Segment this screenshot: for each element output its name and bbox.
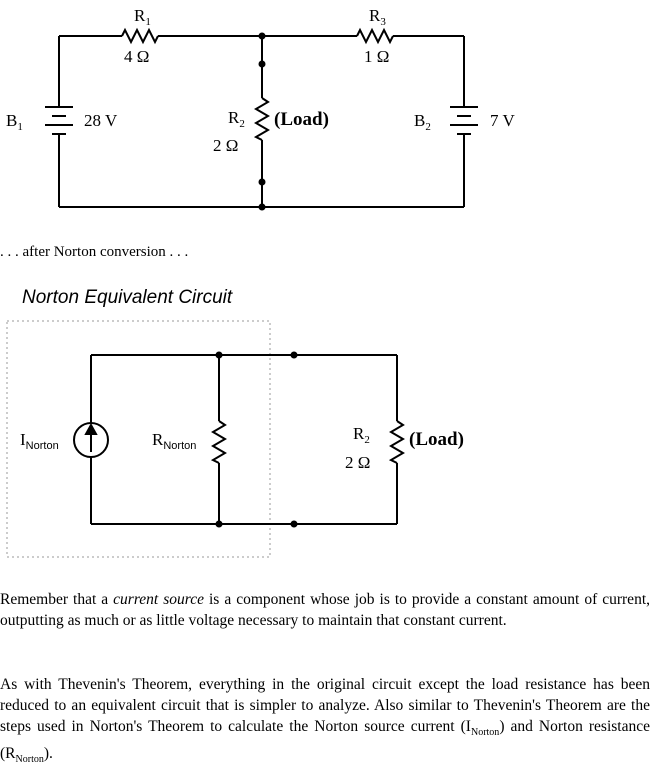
b1-label: B1	[6, 111, 23, 133]
r-norton-resistor	[210, 420, 227, 464]
b1-value: 28 V	[84, 111, 118, 130]
original-circuit-diagram: R1 4 Ω R3 1 Ω R2 (Load) 2 Ω B1 28 V B2 7…	[6, 6, 515, 211]
transition-text: . . . after Norton conversion . . .	[0, 244, 189, 260]
b2-value: 7 V	[490, 111, 515, 130]
b2-battery	[450, 106, 478, 135]
r-norton-label: RNorton	[152, 430, 196, 452]
terminal-dot	[290, 520, 298, 528]
load-value: 2 Ω	[345, 453, 370, 472]
junction-dot	[215, 520, 223, 528]
junction-dot	[215, 351, 223, 359]
arrow-up-icon	[84, 422, 98, 452]
r2-value: 2 Ω	[213, 136, 238, 155]
r1-value: 4 Ω	[124, 47, 149, 66]
r3-label: R3	[369, 6, 386, 28]
b2-label: B2	[414, 111, 431, 133]
norton-equivalent-box	[6, 320, 271, 558]
b1-battery	[45, 106, 73, 135]
terminal-dot	[258, 178, 266, 186]
paragraph-thevenin-comparison: As with Thevenin's Theorem, everything i…	[0, 676, 650, 766]
junction-dot	[258, 203, 266, 211]
r3-value: 1 Ω	[364, 47, 389, 66]
norton-circuit-diagram: INorton RNorton R2 (Load) 2 Ω	[6, 320, 464, 558]
i-norton-label: INorton	[20, 430, 59, 452]
terminal-dot	[290, 351, 298, 359]
r3-resistor	[356, 27, 394, 45]
load-label: R2	[353, 424, 370, 446]
load-tag: (Load)	[409, 429, 464, 450]
junction-dot	[258, 32, 266, 40]
terminal-dot	[258, 60, 266, 68]
r2-tag: (Load)	[274, 109, 329, 130]
norton-title: Norton Equivalent Circuit	[22, 287, 233, 308]
r1-label: R1	[134, 6, 151, 28]
load-resistor	[388, 420, 405, 464]
r2-label: R2	[228, 108, 245, 130]
r2-resistor	[253, 97, 270, 141]
r1-resistor	[121, 27, 159, 45]
paragraph-current-source: Remember that a current source is a comp…	[0, 591, 650, 629]
